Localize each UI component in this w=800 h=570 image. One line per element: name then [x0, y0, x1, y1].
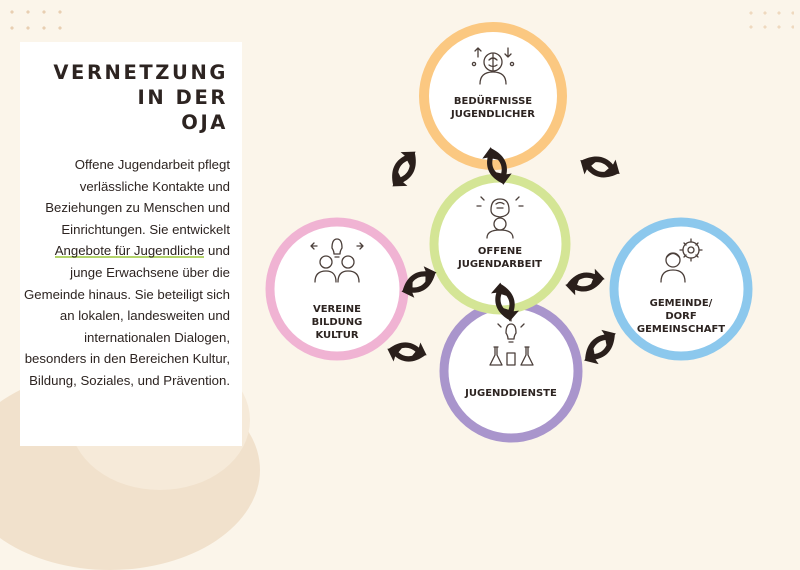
decorative-dots-right [744, 6, 794, 36]
thinking-person-icon [476, 196, 524, 239]
node-right [609, 217, 753, 361]
person-gear-icon [660, 238, 703, 283]
label-center-1: OFFENE [478, 246, 522, 257]
lab-idea-icon [489, 317, 534, 366]
title-line-3: OJA [181, 111, 228, 134]
brain-person-icon [471, 47, 515, 85]
label-left-2: BILDUNG [312, 317, 363, 328]
node-left-background [270, 222, 404, 356]
node-center-background [434, 178, 566, 310]
label-top-1: BEDÜRFNISSE [454, 93, 532, 107]
arrow-right-top [574, 142, 626, 192]
node-top-background [424, 27, 562, 165]
node-right-ring [609, 217, 753, 361]
label-top-2: JUGENDLICHER [450, 109, 535, 120]
text-panel: VERNETZUNG IN DER OJA Offene Jugendarbei… [20, 42, 242, 446]
paragraph-text-1: Offene Jugendarbeit pflegt verlässliche … [45, 157, 230, 237]
network-diagram: BEDÜRFNISSE JUGENDLICHER OFFENE JUGENDAR… [265, 22, 753, 443]
label-left-3: KULTUR [315, 330, 358, 341]
arrow-left-bottom [383, 330, 431, 374]
description-paragraph: Offene Jugendarbeit pflegt verlässliche … [20, 154, 230, 392]
title-line-2: IN DER [137, 86, 228, 109]
node-top [419, 22, 567, 170]
label-center-2: JUGENDARBEIT [457, 259, 542, 270]
label-right-1: GEMEINDE/ [650, 298, 713, 309]
arrow-left-top [378, 144, 430, 194]
node-bottom-background [444, 304, 578, 438]
decorative-dots-left [4, 4, 74, 40]
node-top-ring [419, 22, 567, 170]
node-right-background [614, 222, 748, 356]
paragraph-text-2: und junge Erwachsene über die Gemeinde h… [24, 243, 230, 388]
arrow-right-bottom [575, 325, 625, 369]
label-right-3: GEMEINSCHAFT [637, 324, 725, 335]
label-right-2: DORF [665, 311, 696, 322]
title-line-1: VERNETZUNG [53, 61, 228, 84]
label-bottom-1: JUGENDDIENSTE [464, 388, 557, 399]
people-idea-icon [310, 238, 364, 283]
arrow-center-right [563, 264, 607, 300]
label-left-1: VEREINE [313, 304, 361, 315]
highlighted-phrase: Angebote für Jugendliche [54, 243, 205, 259]
page-title: VERNETZUNG IN DER OJA [53, 60, 228, 135]
